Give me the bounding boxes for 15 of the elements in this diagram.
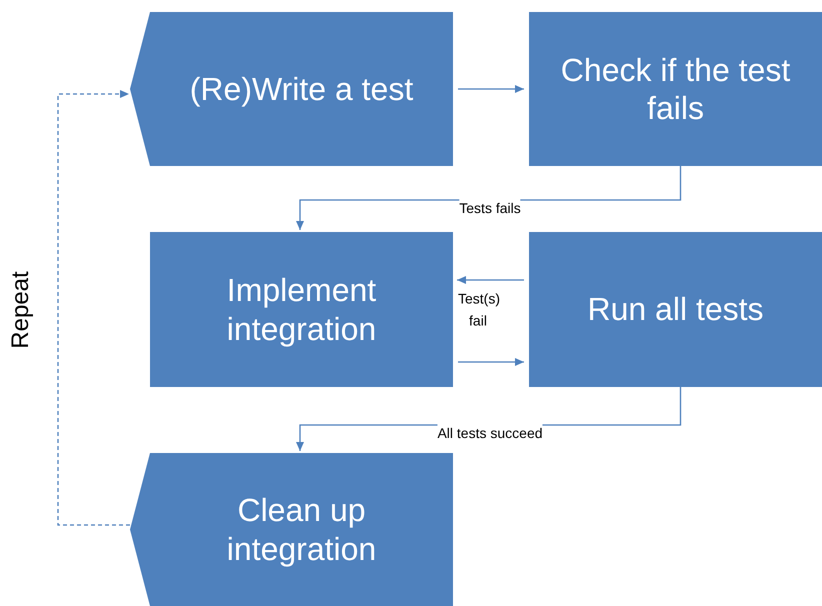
process-box: [130, 453, 453, 606]
process-box: [529, 12, 822, 166]
side-label: Repeat: [7, 271, 35, 349]
box-label: Check if the test fails: [560, 50, 792, 128]
box-label: Clean up integration: [226, 491, 378, 568]
dashed-arrow: [57, 90, 130, 526]
process-box: [150, 232, 453, 387]
box-label: Run all tests: [587, 290, 764, 329]
box-label: (Re)Write a test: [190, 70, 414, 108]
process-box: [529, 232, 822, 387]
box-label: Implement integration: [226, 271, 378, 348]
arrow: [457, 276, 524, 284]
arrow: [458, 85, 524, 93]
arrow: [458, 358, 524, 366]
process-box: [130, 12, 453, 166]
